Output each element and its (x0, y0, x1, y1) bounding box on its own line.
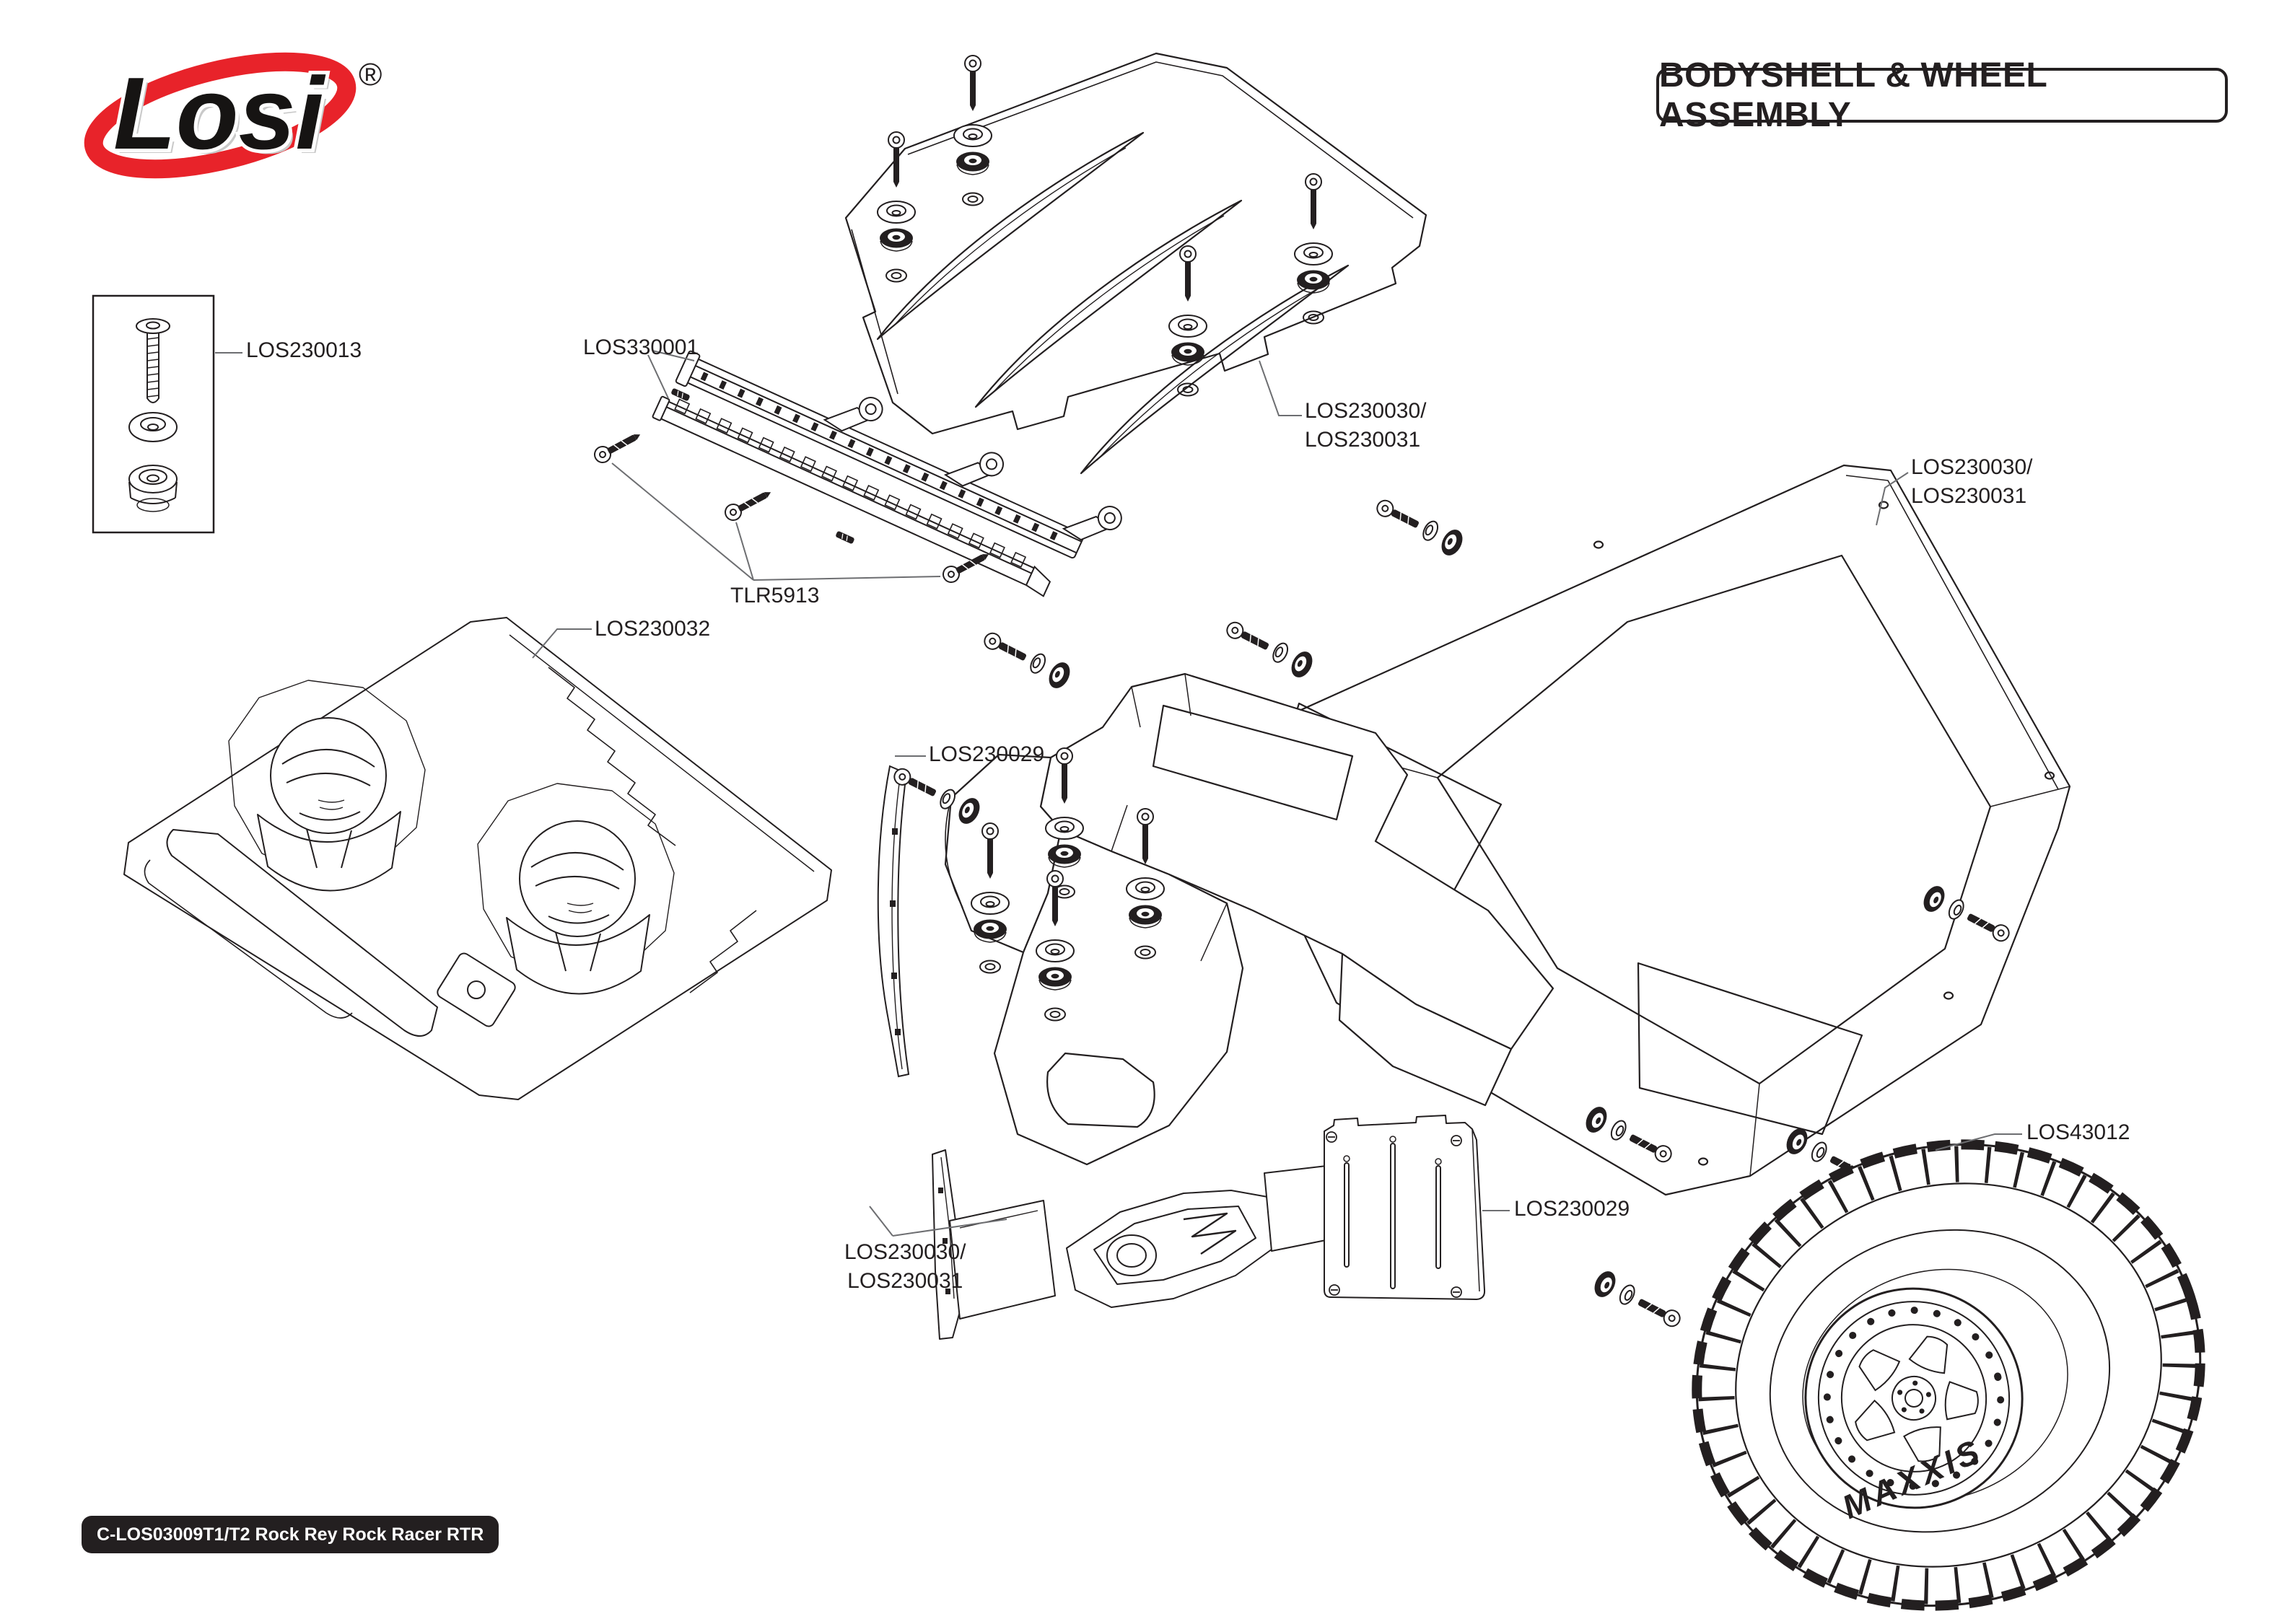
leader-lightbar-b (647, 354, 669, 399)
losi-wordmark: Losi (113, 56, 325, 171)
part-label-line2: LOS230031 (1911, 484, 2027, 508)
leader-cage (1876, 472, 1909, 526)
part-label-roof: LOS230030/ LOS230031 (1305, 397, 1426, 455)
button-screw-icon (722, 484, 776, 524)
footer-product-code: C-LOS03009T1/T2 Rock Rey Rock Racer RTR (82, 1516, 499, 1553)
leader-lines (215, 350, 2022, 1237)
leader-tlr-b (735, 522, 754, 581)
losi-logo: Losi Losi ® (84, 52, 382, 179)
part-label-line2: LOS230031 (1305, 428, 1421, 452)
set-screw-icon (670, 387, 691, 402)
part-label-hardware: LOS230013 (246, 338, 362, 362)
leader-front-lower-b (892, 1219, 1007, 1237)
leader-tlr-c (753, 576, 941, 581)
page-title: BODYSHELL & WHEEL ASSEMBLY (1656, 56, 2228, 134)
losi-wordmark-shadow: Losi (118, 61, 330, 175)
part-label-line2: LOS230031 (847, 1269, 963, 1293)
screw-trio-icon (978, 624, 1075, 693)
part-label-line1: LOS230030/ (1305, 399, 1427, 423)
leader-tlr-a (611, 462, 754, 581)
part-label-line1: LOS230030/ (844, 1240, 966, 1264)
part-roof-panel (844, 52, 1427, 475)
leader-lightbar-a (652, 350, 695, 361)
leader-roof (1259, 360, 1302, 416)
part-light-bar (591, 350, 1122, 597)
screw-trio-icon (1589, 1267, 1687, 1335)
set-screw-icon (835, 530, 855, 545)
losi-swoosh (84, 52, 357, 179)
leader-interior (532, 628, 592, 659)
screw-trio-icon (1220, 613, 1318, 682)
part-label-windshield: LOS230029 (929, 742, 1045, 766)
part-wheel-tire: MAXXIS (1692, 1139, 2205, 1611)
part-label-line1: LOS230030/ (1911, 455, 2033, 479)
part-label-cage: LOS230030/ LOS230031 (1911, 453, 2032, 511)
part-front-lower-set (932, 1149, 1337, 1340)
part-interior-driver-set (123, 617, 832, 1100)
part-label-tlr5913: TLR5913 (730, 584, 820, 607)
part-label-rear-panel: LOS230029 (1514, 1197, 1630, 1221)
part-hardware-set (92, 294, 215, 534)
part-label-interior: LOS230032 (595, 617, 711, 641)
part-windshield-trim (877, 765, 910, 1078)
button-screw-icon (591, 426, 645, 466)
screw-trio-icon (1370, 491, 1468, 560)
leader-wheel (1935, 1133, 2022, 1151)
part-label-lightbar: LOS330001 (583, 335, 699, 359)
part-label-wheel: LOS43012 (2026, 1120, 2130, 1144)
part-rear-panel (1324, 1115, 1486, 1300)
part-label-front-lower: LOS230030/ LOS230031 (844, 1238, 966, 1296)
part-front-body (888, 624, 1554, 1166)
registered-mark-icon: ® (359, 57, 382, 92)
leader-front-lower-a (869, 1206, 893, 1237)
